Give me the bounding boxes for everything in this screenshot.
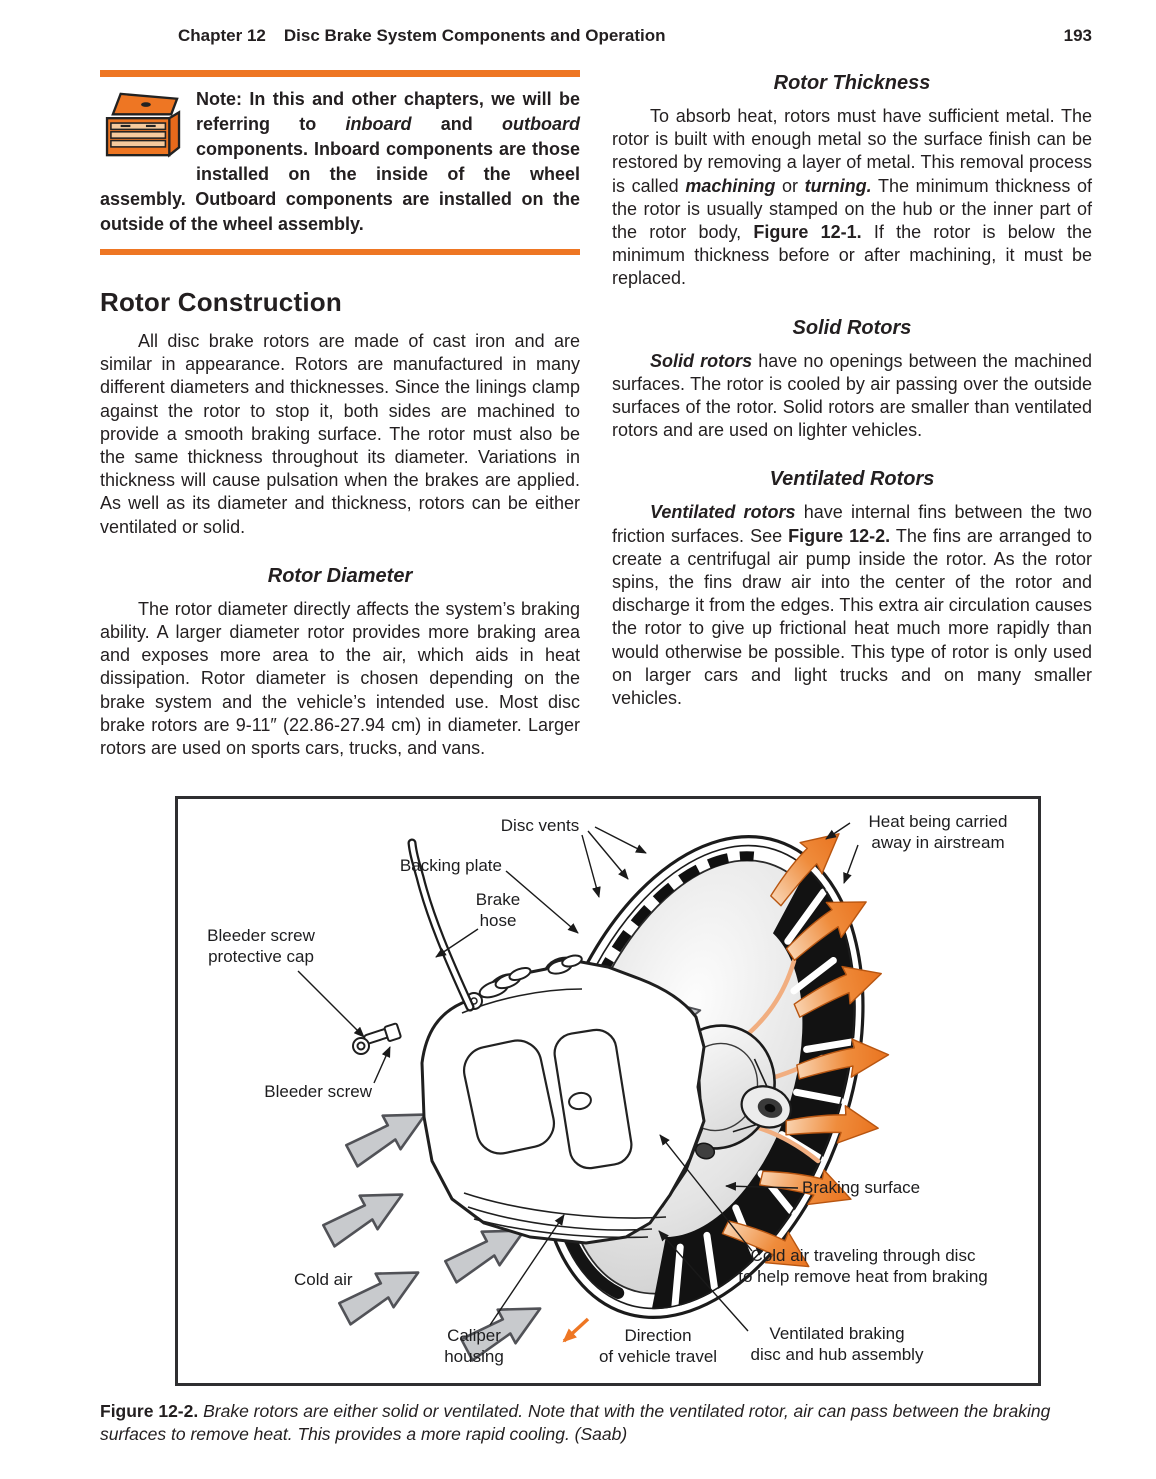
brake-hose-tube	[407, 838, 475, 1012]
section-heading-rotor-construction: Rotor Construction	[100, 287, 342, 317]
right-column: Rotor Thickness To absorb heat, rotors m…	[612, 70, 1092, 760]
label-caliper-housing: Caliper housing	[444, 1326, 504, 1367]
chapter-number: Chapter 12	[178, 26, 266, 45]
label-direction-of-vehicle-travel: Direction of vehicle travel	[598, 1326, 718, 1367]
label-cold-air-traveling: Cold air traveling through disc to help …	[738, 1246, 988, 1287]
note-box: Note: In this and other chapters, we wil…	[100, 70, 580, 255]
label-bleeder-screw: Bleeder screw	[264, 1082, 372, 1102]
textbook-page: Chapter 12 Disc Brake System Components a…	[100, 26, 1092, 1445]
label-backing-plate: Backing plate	[399, 856, 502, 876]
label-ventilated-braking: Ventilated braking disc and hub assembly	[750, 1324, 924, 1365]
rotor-cutaway-illustration	[297, 822, 890, 1362]
paragraph-rotor-thickness: To absorb heat, rotors must have suffici…	[612, 106, 1093, 289]
subheading-ventilated-rotors: Ventilated Rotors	[769, 468, 935, 491]
subheading-rotor-thickness: Rotor Thickness	[773, 72, 931, 94]
chapter-header: Chapter 12 Disc Brake System Components a…	[178, 26, 666, 46]
caliper	[420, 954, 706, 1245]
leader-lines	[297, 822, 859, 1332]
label-bleeder-screw-protective-cap: Bleeder screw protective cap	[207, 926, 315, 967]
page-number: 193	[1063, 26, 1092, 45]
label-disc-vents: Disc vents	[500, 816, 580, 836]
paragraph-solid-rotors: Solid rotors have no openings between th…	[612, 350, 1092, 441]
left-column: Note: In this and other chapters, we wil…	[100, 70, 580, 760]
toolbox-icon	[105, 92, 181, 158]
label-cold-air: Cold air	[294, 1270, 353, 1290]
two-column-body: Note: In this and other chapters, we wil…	[100, 70, 1092, 760]
direction-arrow	[562, 1317, 590, 1343]
label-brake-hose: Brake hose	[475, 890, 521, 931]
label-braking-surface: Braking surface	[802, 1178, 921, 1198]
paragraph-rotor-construction: All disc brake rotors are made of cast i…	[100, 331, 580, 537]
label-heat-being-carried: Heat being carried away in airstream	[868, 812, 1008, 853]
figure-12-2: Disc vents Backing plate Brake hose Blee…	[175, 796, 1041, 1387]
paragraph-ventilated-rotors: Ventilated rotors have internal fins bet…	[612, 502, 1093, 709]
bleeder-screw-part	[352, 1022, 402, 1056]
figure-caption: Figure 12-2. Brake rotors are either sol…	[100, 1401, 1051, 1445]
chapter-title: Disc Brake System Components and Operati…	[283, 26, 666, 45]
note-text: Note: In this and other chapters, we wil…	[100, 89, 580, 234]
heat-arrows	[721, 833, 890, 1268]
subheading-rotor-diameter: Rotor Diameter	[267, 564, 413, 587]
page-header: Chapter 12 Disc Brake System Components a…	[100, 26, 1092, 46]
subheading-solid-rotors: Solid Rotors	[792, 316, 912, 339]
paragraph-rotor-diameter: The rotor diameter directly affects the …	[100, 598, 580, 759]
